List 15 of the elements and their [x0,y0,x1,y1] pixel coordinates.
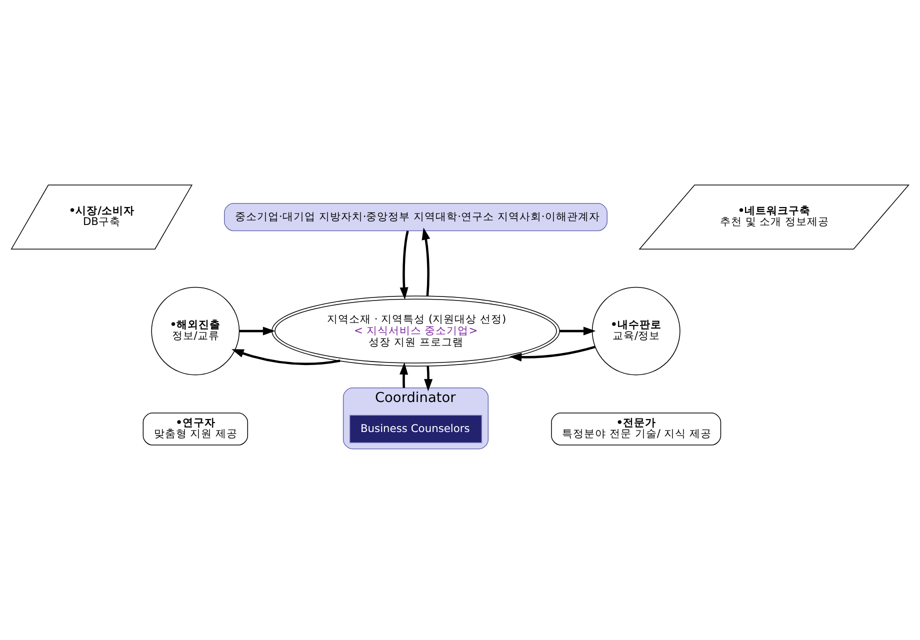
arrow [232,349,340,366]
arrow [400,230,409,300]
node-box: Business Counselors [349,414,482,444]
arrow [560,326,596,336]
node-box: •전문가 특정분야 전문 기술/ 지식 제공 [551,412,722,446]
node-ellipse: 지역소재 · 지역특성 (지원대상 선정) < 지식서비스 중소기업> 성장 지원 프로그램 [272,296,560,366]
node-circle: •해외진출 정보/교류 [151,286,240,376]
arrow [424,366,433,392]
node-box: •연구자 맞춤형 지원 제공 [142,412,248,446]
arrow [509,346,596,362]
arrow [422,228,430,296]
arrow [400,362,408,388]
node-box: 중소기업·대기업 지방자치·중앙정부 지역대학·연구소 지역사회·이해관계자 [224,202,608,232]
node-circle: •내수판로 교육/정보 [592,286,680,376]
arrow [239,326,276,336]
